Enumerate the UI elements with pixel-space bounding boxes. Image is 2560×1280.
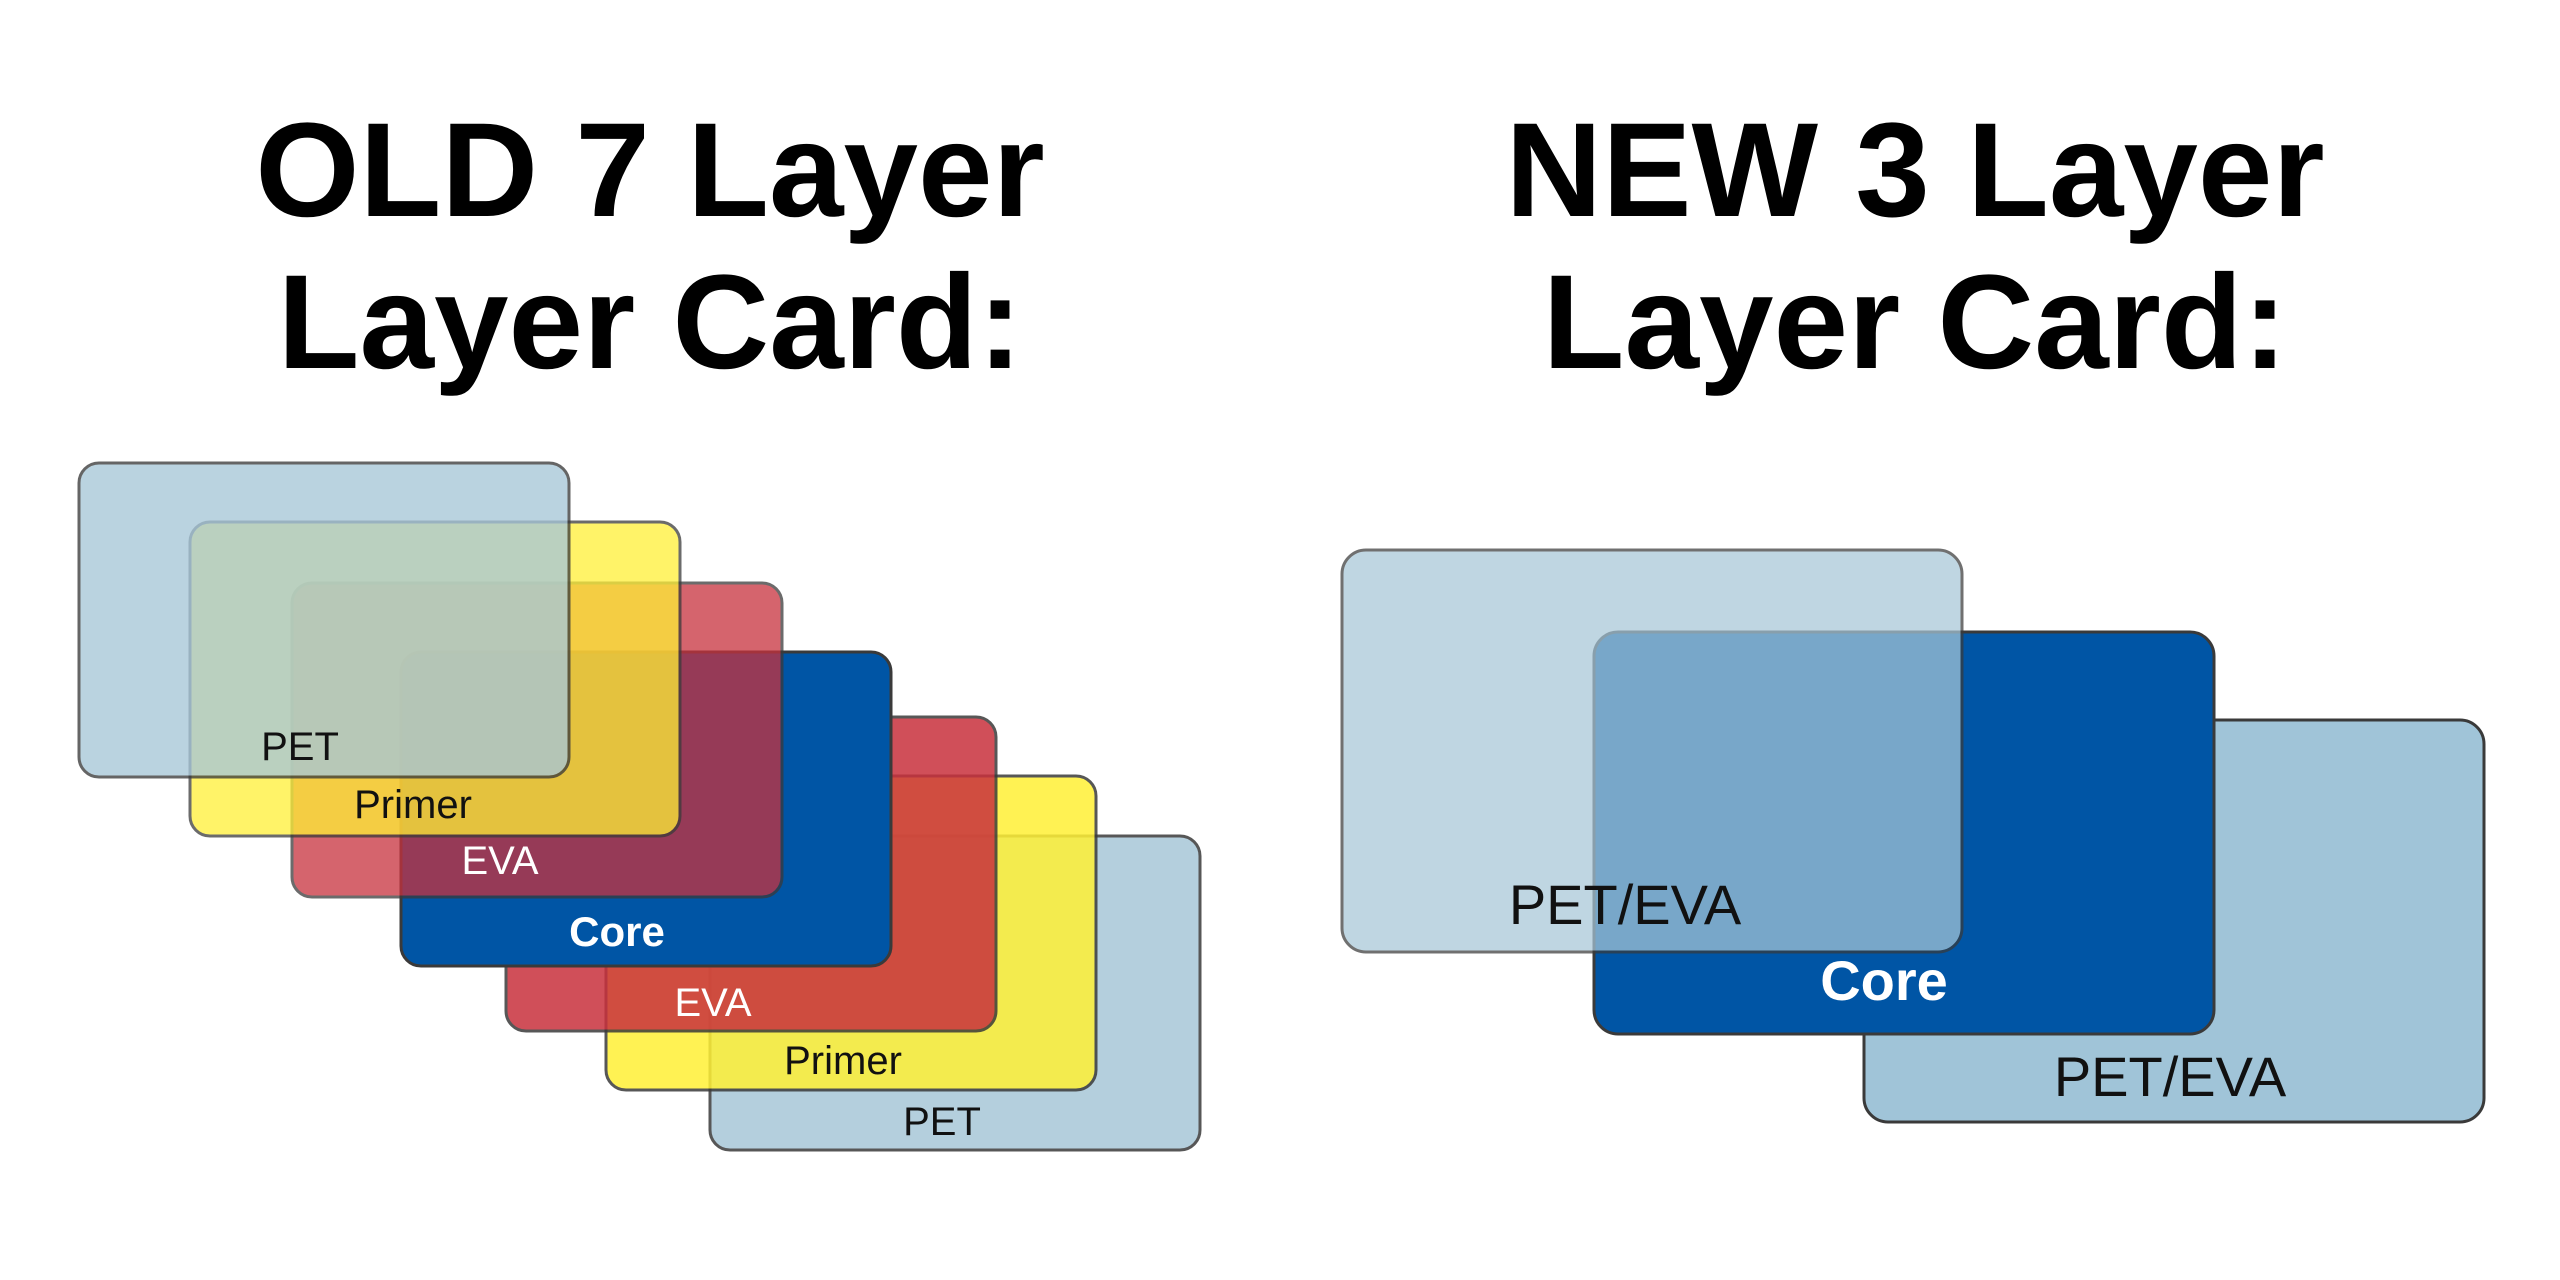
old-layer-label-3: EVA	[461, 839, 538, 883]
new-layer-stack: PET/EVA Core PET/EVA	[1340, 548, 2486, 1124]
old-layer-stack: PET Primer EVA Core EVA Primer PET	[77, 461, 1202, 1152]
new-layer-card-1	[1340, 548, 1964, 954]
new-layer-label-2: Core	[1820, 949, 1948, 1012]
old-layer-label-4: Core	[569, 908, 665, 955]
new-title-line-2: Layer Card:	[1542, 248, 2288, 397]
old-layer-label-2: Primer	[354, 783, 472, 827]
new-title-line-1: NEW 3 Layer	[1505, 96, 2325, 245]
old-title-line-2: Layer Card:	[277, 248, 1023, 397]
old-layer-label-7: PET	[903, 1100, 981, 1144]
old-layer-label-1: PET	[261, 725, 339, 769]
old-layer-label-6: Primer	[784, 1039, 902, 1083]
new-layer-label-1: PET/EVA	[1509, 873, 1742, 936]
new-card-title: NEW 3 Layer Layer Card:	[1415, 95, 2415, 399]
old-card-title: OLD 7 Layer Layer Card:	[150, 95, 1150, 399]
old-layer-card-1	[77, 461, 571, 779]
old-title-line-1: OLD 7 Layer	[255, 96, 1045, 245]
new-layer-label-3: PET/EVA	[2054, 1045, 2287, 1108]
old-layer-label-5: EVA	[674, 981, 751, 1025]
